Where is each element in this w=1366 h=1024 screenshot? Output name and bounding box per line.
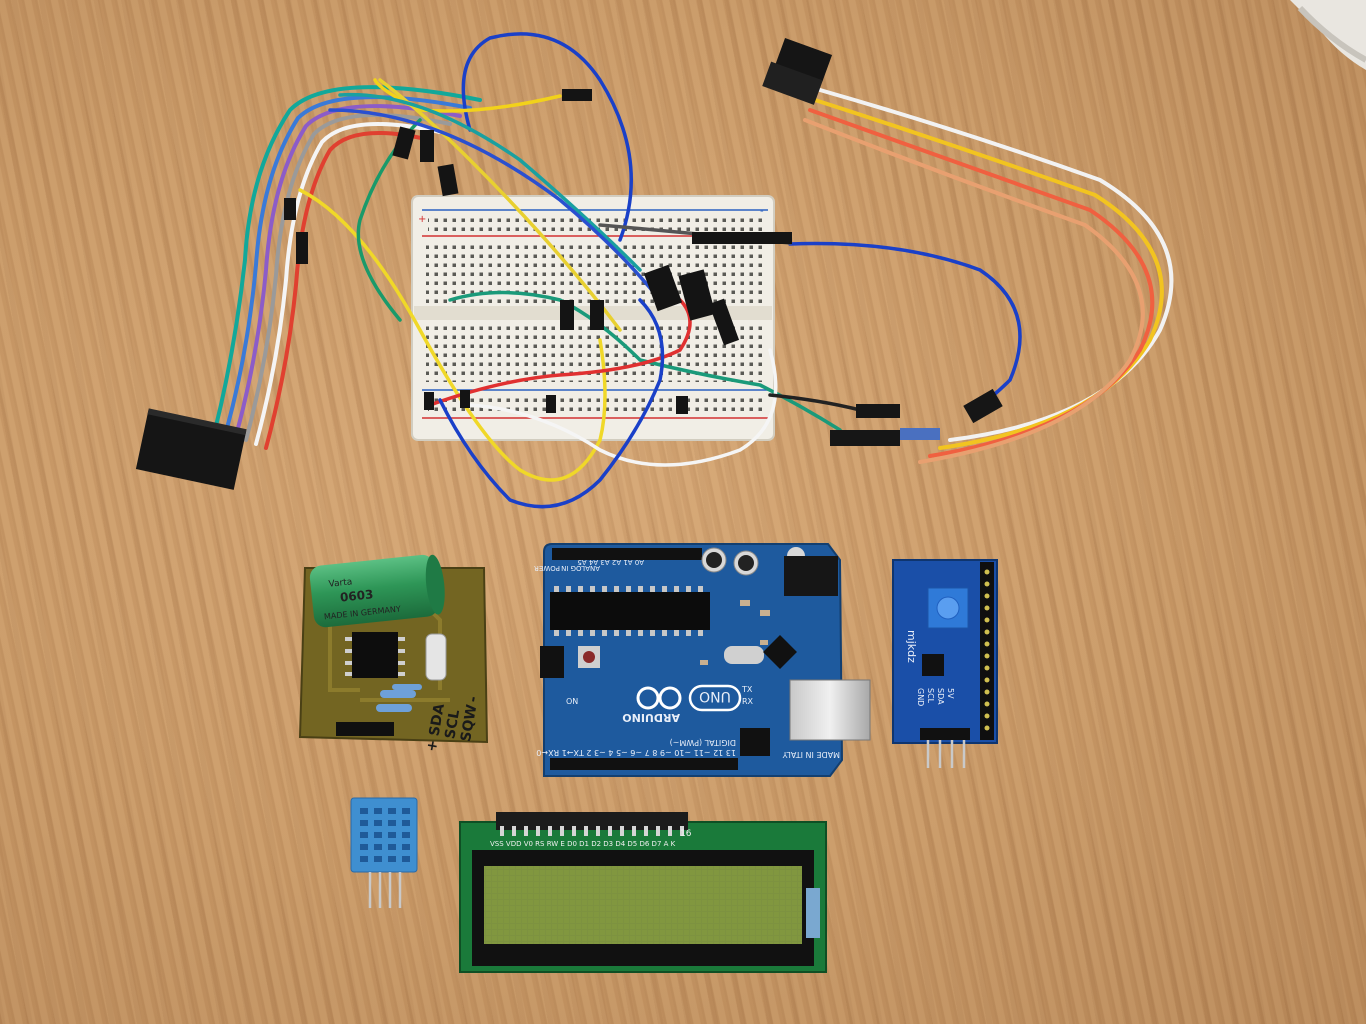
svg-text:MADE IN ITALY: MADE IN ITALY xyxy=(782,750,840,759)
svg-text:DIGITAL (PWM~): DIGITAL (PWM~) xyxy=(670,738,736,747)
svg-text:UNO: UNO xyxy=(699,688,731,704)
coin-cell-battery: Varta 0603 MADE IN GERMANY xyxy=(309,554,445,628)
svg-text:VSS VDD V0 RS RW E D0 D1 D2 D3: VSS VDD V0 RS RW E D0 D1 D2 D3 D4 D5 D6 … xyxy=(490,840,676,848)
atmega-chip xyxy=(550,586,710,636)
svg-text:13 12 ~11 ~10 ~9 8 7 ~6 ~5 4 ~: 13 12 ~11 ~10 ~9 8 7 ~6 ~5 4 ~3 2 TX→1 R… xyxy=(536,748,736,757)
jumper-wires xyxy=(213,32,1174,509)
resistors xyxy=(376,684,422,712)
svg-text:ON: ON xyxy=(566,697,578,706)
svg-text:-: - xyxy=(465,695,482,704)
rtc-module: Varta 0603 MADE IN GERMANY + SDA SCL SQW… xyxy=(298,554,489,753)
lcd-1602: VSS VDD V0 RS RW E D0 D1 D2 D3 D4 D5 D6 … xyxy=(459,812,827,973)
svg-text:A0 A1 A2 A3 A4 A5: A0 A1 A2 A3 A4 A5 xyxy=(577,558,644,566)
svg-text:Varta: Varta xyxy=(328,577,353,589)
svg-text:mjkdz: mjkdz xyxy=(905,630,918,663)
svg-text:GND: GND xyxy=(916,688,925,706)
svg-text:5V: 5V xyxy=(946,688,955,699)
dht11-sensor xyxy=(350,797,418,908)
svg-text:TX: TX xyxy=(741,685,753,694)
arduino-logo: UNO ARDUINO xyxy=(622,684,742,724)
svg-text:SCL: SCL xyxy=(442,708,463,740)
svg-text:16: 16 xyxy=(680,829,692,839)
svg-text:0603: 0603 xyxy=(339,587,374,604)
svg-text:SDA: SDA xyxy=(936,688,945,705)
svg-text:SQW: SQW xyxy=(458,703,480,743)
arduino-uno: UNO ARDUINO DIGITAL (PWM~) 13 12 ~11 ~10… xyxy=(534,543,871,777)
svg-text:POWER: POWER xyxy=(534,564,560,572)
svg-text:ANALOG IN: ANALOG IN xyxy=(561,564,600,572)
dupont-connectors xyxy=(135,37,1003,490)
svg-text:-: - xyxy=(760,206,764,217)
svg-text:ARDUINO: ARDUINO xyxy=(622,711,680,724)
svg-text:SCL: SCL xyxy=(926,688,935,704)
svg-text:+: + xyxy=(418,214,426,225)
i2c-backpack: mjkdz 5V SDA SCL GND xyxy=(892,559,998,768)
svg-text:SDA: SDA xyxy=(427,702,448,737)
breadboard: + - xyxy=(411,195,775,441)
svg-text:RX: RX xyxy=(742,697,754,706)
corner-object xyxy=(1290,0,1366,70)
svg-text:+: + xyxy=(424,739,442,753)
